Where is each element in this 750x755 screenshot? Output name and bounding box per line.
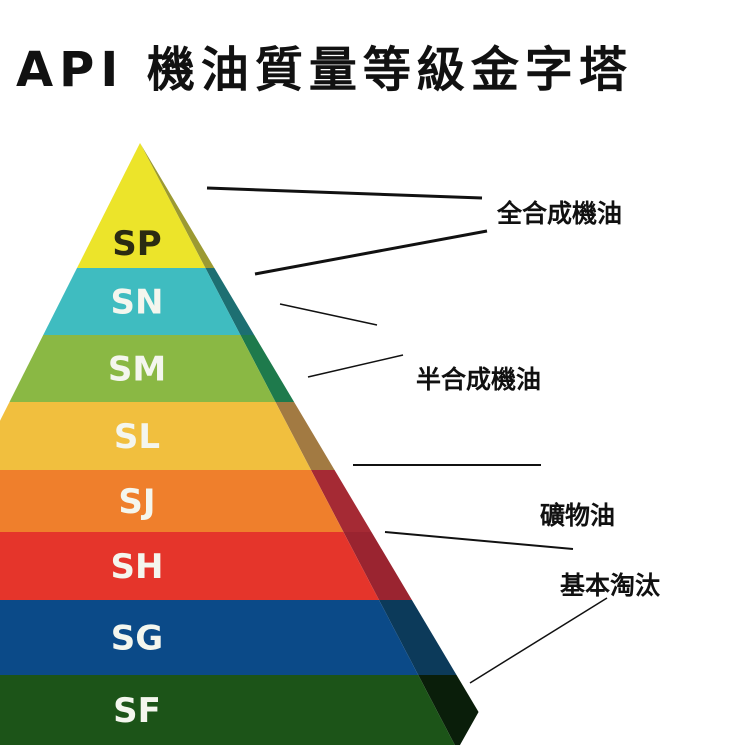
grade-label-sn: SN	[111, 283, 164, 323]
leader-line	[307, 354, 404, 378]
pyramid-side-sm	[240, 335, 295, 402]
pyramid-band-sg	[0, 600, 419, 675]
pyramid-band-sl	[0, 402, 312, 470]
leader-line	[469, 597, 608, 684]
pyramid-side-sn	[205, 268, 255, 335]
grade-label-sl: SL	[114, 417, 160, 457]
pyramid-side-sg	[379, 600, 457, 675]
pyramid-band-sf	[0, 675, 455, 745]
leader-line	[384, 531, 574, 550]
leader-line	[279, 303, 378, 326]
grade-label-sh: SH	[111, 547, 164, 587]
pyramid-side-sf	[418, 675, 479, 745]
category-semi-synthetic: 半合成機油	[416, 365, 542, 394]
pyramid-band-sn	[43, 268, 241, 335]
leader-lines	[206, 186, 608, 684]
category-mineral-oil: 礦物油	[540, 501, 616, 530]
grade-label-sg: SG	[111, 619, 163, 659]
leader-line	[206, 186, 483, 200]
grade-label-sj: SJ	[118, 482, 155, 522]
diagram-title: API 機油質量等級金字塔	[16, 42, 633, 98]
pyramid-side-sh	[343, 532, 412, 600]
grade-label-sm: SM	[108, 350, 166, 390]
leader-line	[254, 229, 488, 276]
category-full-synthetic: 全合成機油	[497, 199, 623, 228]
pyramid-side-sp	[140, 143, 215, 268]
pyramid-band-sj	[0, 470, 344, 532]
grade-label-sf: SF	[113, 691, 161, 731]
pyramid-band-sh	[0, 532, 380, 600]
grade-label-sp: SP	[112, 224, 161, 264]
pyramid-side-sj	[311, 470, 372, 532]
category-obsolete: 基本淘汰	[560, 571, 661, 600]
pyramid-side-sl	[275, 402, 335, 470]
pyramid-band-sm	[9, 335, 276, 402]
pyramid-band-sp	[77, 143, 206, 268]
